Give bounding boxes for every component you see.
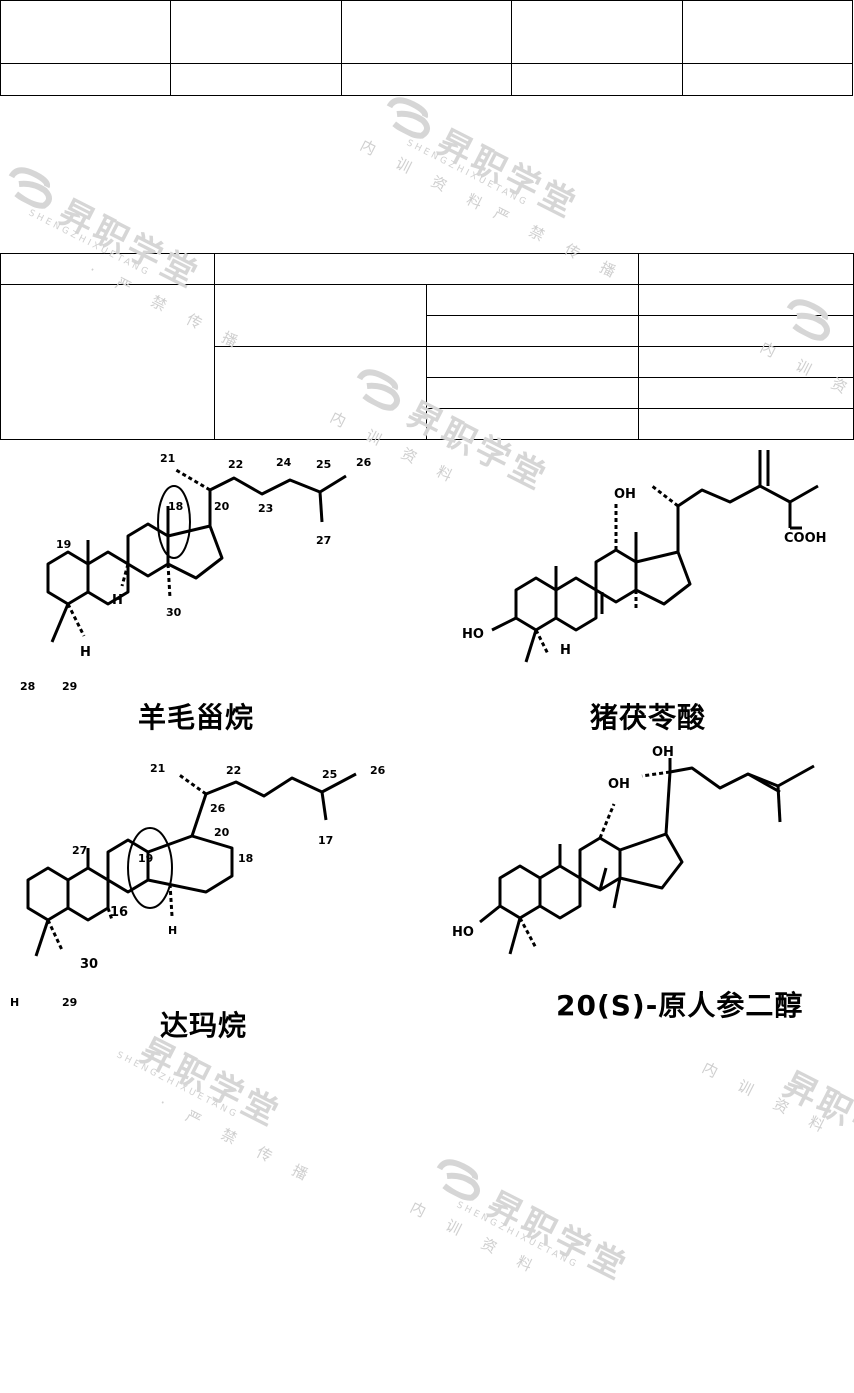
watermark: 昇职学堂 内 训 资 料 [668,1030,854,1210]
watermark-line: 内 训 资 料 [699,1058,837,1141]
table-cell [426,315,639,347]
table-cell [170,0,342,64]
top-table [0,0,854,96]
structure-name: 猪茯苓酸 [590,701,707,734]
table-cell [214,284,427,347]
watermark-logo-icon [386,97,431,139]
watermark: 昇职学堂 SHENGZHIXUETANG 内 训 资 料 [376,1150,671,1393]
table-cell [638,253,854,285]
watermark-brand: 昇职学堂 [480,1184,635,1290]
structure-name: 达玛烷 [160,1009,248,1042]
watermark-brand: 昇职学堂 [776,1064,854,1170]
dammarane-skeleton-icon: 21 22 26 25 26 20 17 27 19 18 16 H 30 H … [10,762,386,1008]
atom-label: 22 [226,764,241,777]
atom-label: 23 [258,502,273,515]
atom-label: COOH [784,531,827,546]
lanostane-skeleton-icon: 21 22 24 25 26 18 20 23 27 19 H 30 H 28 … [20,452,372,693]
table-cell [426,377,639,409]
atom-label: 30 [80,957,98,972]
atom-label: H [560,643,571,658]
watermark-brand: 昇职学堂 [430,122,585,228]
atom-label: H [10,996,19,1008]
atom-label: 29 [62,996,77,1008]
table-cell [0,253,215,285]
atom-label: 20 [214,500,230,513]
atom-label: OH [652,745,674,760]
atom-label: 22 [228,458,243,471]
atom-label: 27 [316,534,331,547]
table-cell [638,408,854,440]
atom-label: 30 [166,606,182,619]
table-cell [426,408,639,440]
watermark-pinyin: SHENGZHIXUETANG [454,1200,581,1271]
table-cell [0,0,172,64]
polyporenic-acid-skeleton-icon: OH COOH HO H [462,450,827,663]
atom-label: 25 [316,458,331,471]
atom-label: 19 [138,852,153,865]
table-cell [638,315,854,347]
watermark-line: 内 训 资 料 [357,136,495,218]
atom-label: H [168,924,177,937]
atom-label: H [112,593,123,608]
atom-label: 26 [210,802,226,815]
atom-label: 17 [318,834,333,847]
table-cell [170,63,342,96]
atom-label: 18 [238,852,253,865]
structure-dammarane: 21 22 26 25 26 20 17 27 19 18 16 H 30 H … [0,744,420,1008]
atom-label: HO [452,925,474,940]
main-table [0,253,854,440]
watermark-logo-icon [8,167,53,209]
table-cell [214,346,427,440]
atom-label: 26 [370,764,386,777]
structure-name: 20(S)-原人参二醇 [556,989,804,1022]
atom-label: HO [462,627,484,642]
atom-label: 29 [62,680,77,693]
table-cell [340,0,513,64]
table-cell [0,284,215,440]
atom-label: OH [608,777,630,792]
structure-name: 羊毛甾烷 [138,701,255,734]
table-cell [511,63,683,96]
table-cell [340,63,513,96]
table-cell [638,377,854,409]
atom-label: OH [614,487,636,502]
atom-label: 27 [72,844,87,857]
atom-label: 16 [110,905,128,920]
atom-label: 28 [20,680,35,693]
table-cell [681,63,854,96]
watermark-pinyin: SHENGZHIXUETANG [404,138,531,209]
table-cell [214,253,639,285]
structure-protopanaxadiol: OH OH HO [430,744,854,974]
watermark-pinyin: SHENGZHIXUETANG [114,1050,241,1121]
watermark-line: 内 训 资 料 [407,1198,545,1280]
atom-label: 21 [160,452,175,465]
watermark-logo-icon [436,1159,481,1201]
atom-label: 19 [56,538,71,551]
atom-label: H [80,645,91,660]
table-cell [681,0,854,64]
table-cell [511,0,683,64]
table-cell [638,346,854,378]
atom-label: 20 [214,826,230,839]
table-cell [638,284,854,316]
watermark-line: · 严 禁 传 播 [156,1093,320,1189]
atom-label: 21 [150,762,165,775]
atom-label: 18 [168,500,183,513]
structure-polyporenic-acid: OH COOH HO H [430,446,854,696]
table-cell [0,63,172,96]
table-cell [426,346,639,378]
protopanaxadiol-skeleton-icon: OH OH HO [452,745,815,955]
atom-label: 26 [356,456,372,469]
table-cell [426,284,639,316]
atom-label: 24 [276,456,292,469]
structure-lanostane: 21 22 24 25 26 18 20 23 27 19 H 30 H 28 … [0,446,420,696]
atom-label: 25 [322,768,337,781]
